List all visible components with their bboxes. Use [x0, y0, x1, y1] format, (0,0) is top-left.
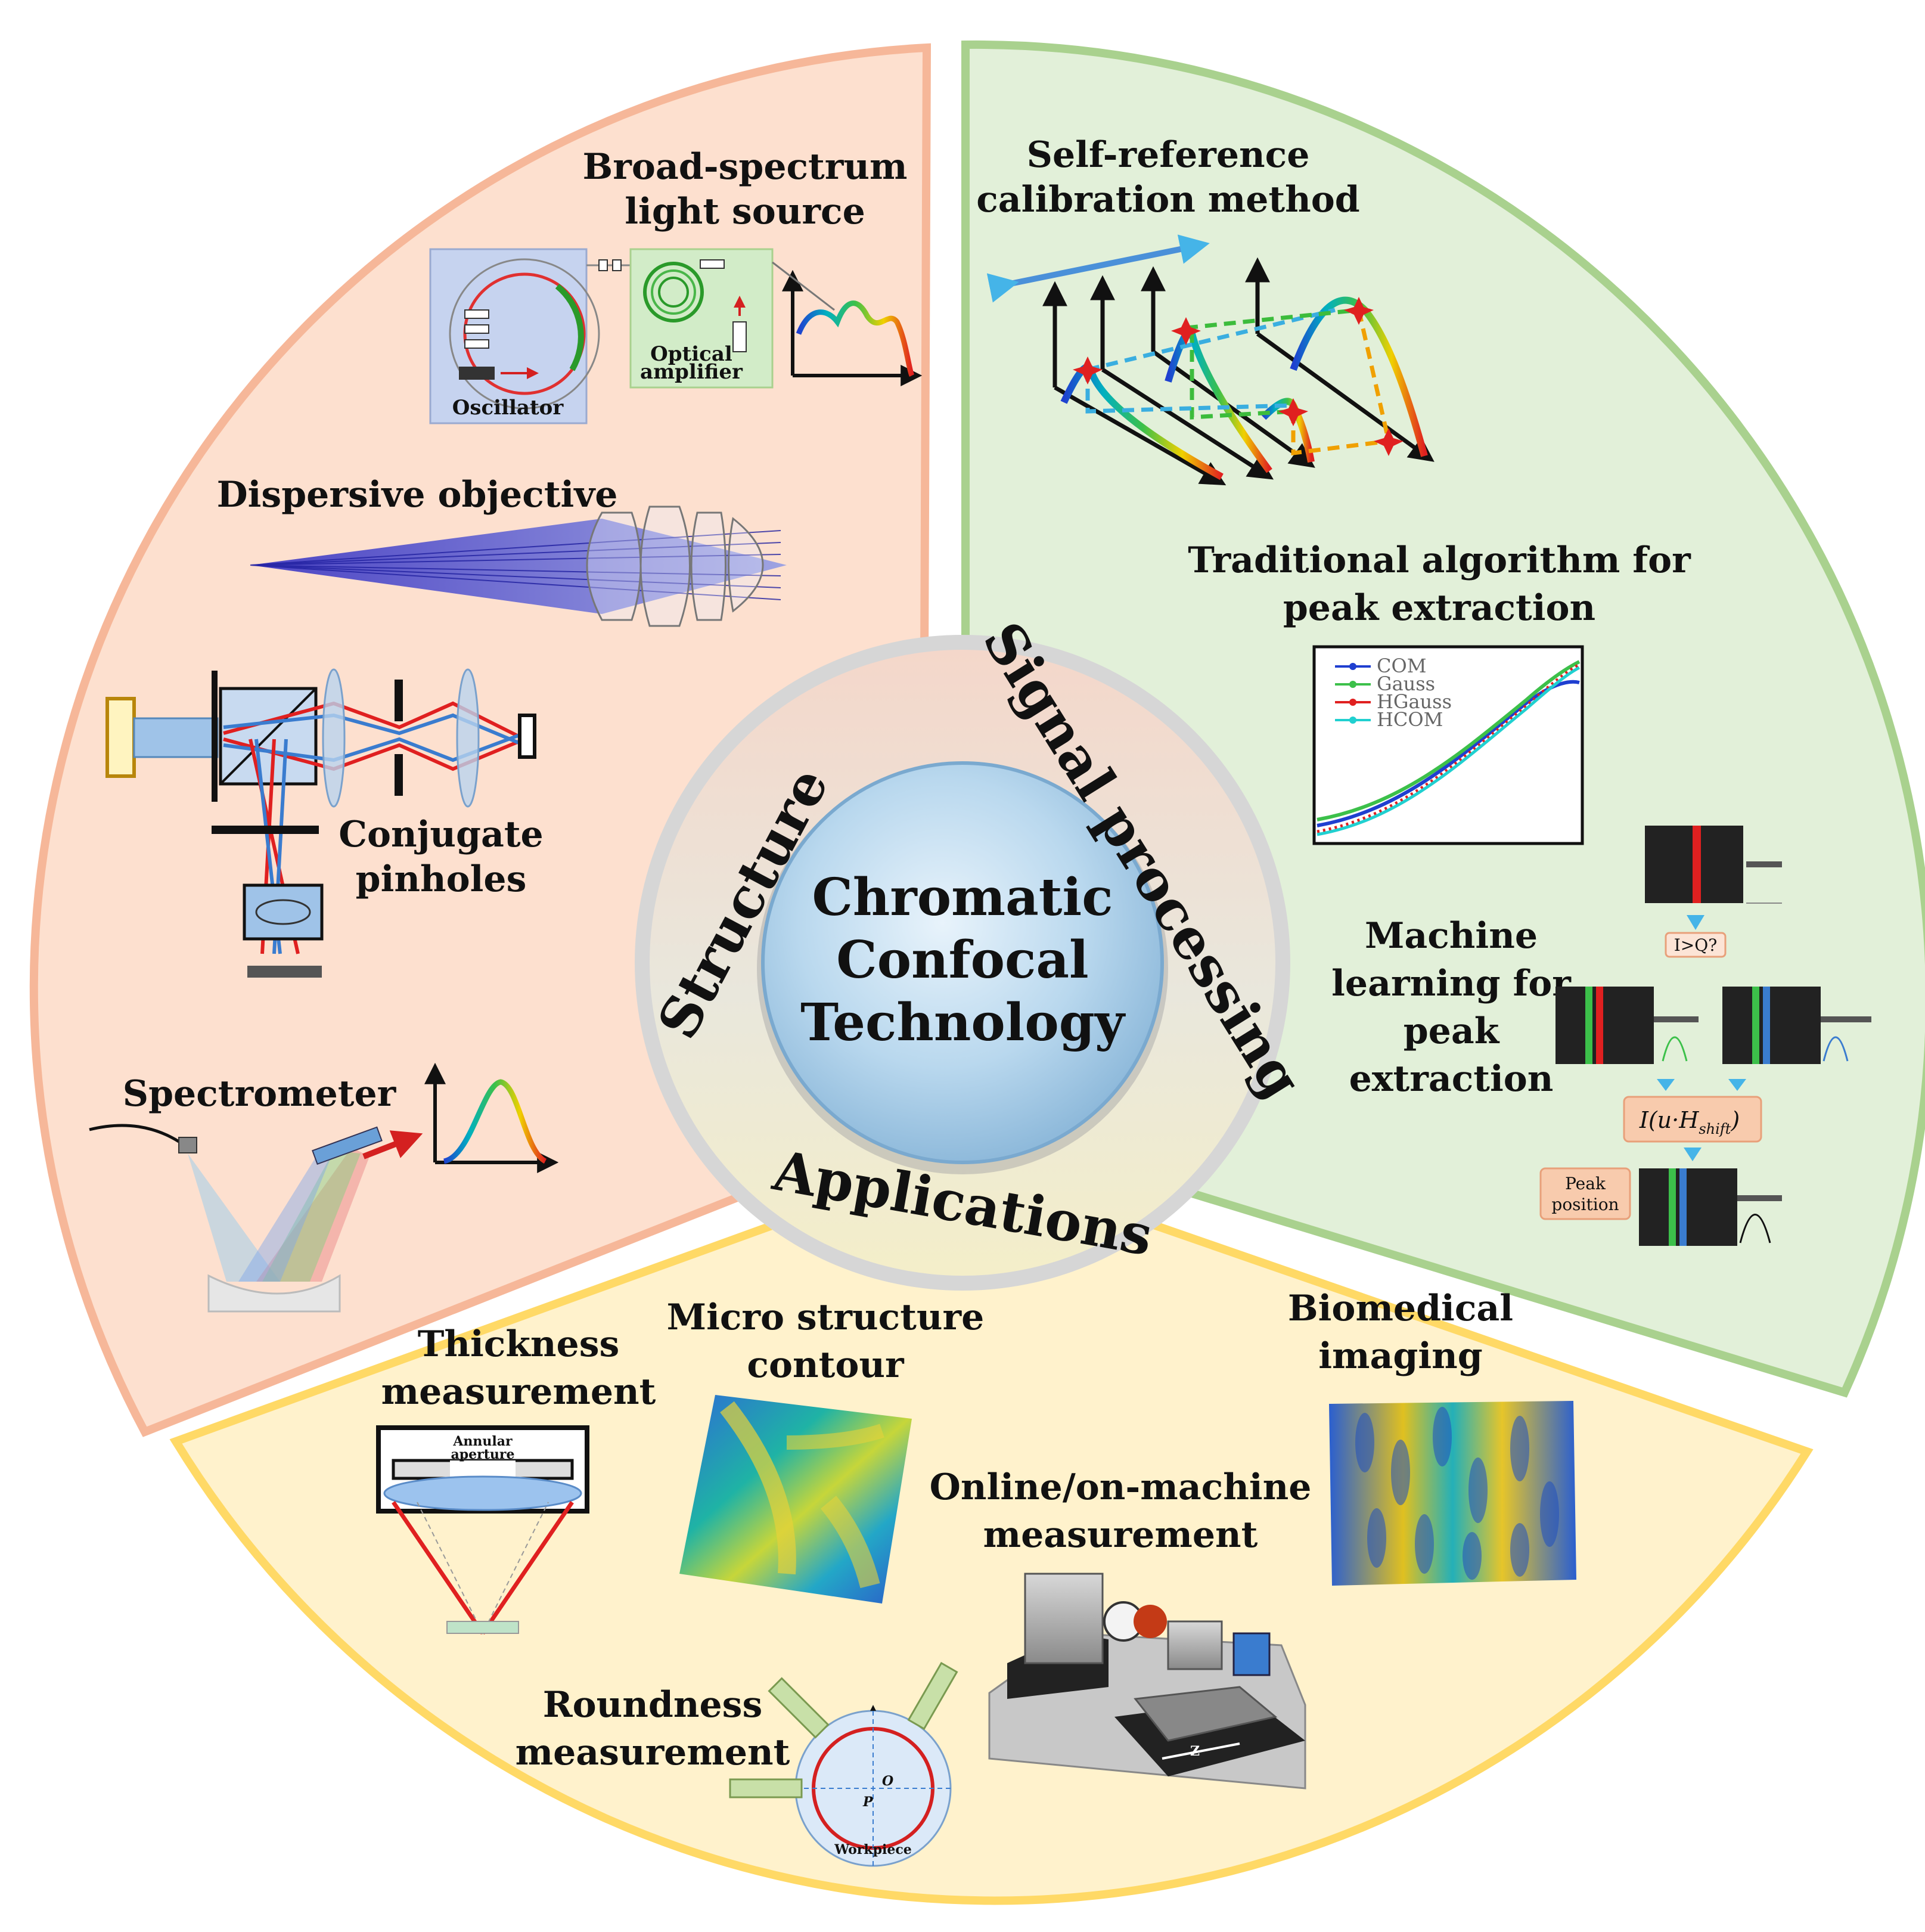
- z-axis-label: Z: [1190, 1744, 1200, 1759]
- dispersive-objective-label: Dispersive objective: [217, 474, 618, 516]
- amplifier-label-line1: Optical: [650, 342, 732, 366]
- pinholes-label-line1: Conjugate: [339, 814, 543, 855]
- formula-main: I(u·H: [1639, 1107, 1699, 1133]
- ml-label-line4: extraction: [1349, 1058, 1554, 1100]
- biomedical-label-line2: imaging: [1318, 1335, 1482, 1377]
- ml-label-line2: learning for: [1331, 963, 1572, 1004]
- biomedical-surface: [1329, 1401, 1576, 1586]
- spectrometer-label: Spectrometer: [123, 1073, 397, 1115]
- traditional-label-line2: peak extraction: [1283, 587, 1595, 629]
- center-title-line3: Technology: [800, 993, 1126, 1053]
- micro-contour-label-line2: contour: [747, 1344, 905, 1386]
- self-reference-diagram: [986, 234, 1435, 486]
- thickness-diagram: Annular aperture: [376, 1425, 589, 1635]
- ml-label-line3: peak: [1404, 1010, 1500, 1052]
- ml-flowchart: I>Q? I(u·Hshift) Peak position: [1539, 826, 1871, 1246]
- light-source-label-line2: light source: [625, 191, 865, 232]
- machine-tool-diagram: Z: [988, 1573, 1306, 1790]
- self-reference-label-line1: Self-reference: [1027, 134, 1310, 176]
- thickness-label-line1: Thickness: [418, 1323, 620, 1365]
- roundness-diagram: O P Workpiece: [729, 1661, 958, 1867]
- micro-contour-label-line1: Micro structure: [667, 1297, 985, 1338]
- peak-box-line1: Peak: [1565, 1174, 1606, 1193]
- decision-text: I>Q?: [1674, 935, 1718, 955]
- micro-contour-surface: [679, 1395, 912, 1604]
- legend-com: COM: [1377, 655, 1426, 677]
- biomedical-label-line1: Biomedical: [1288, 1288, 1513, 1329]
- light-source-label-line1: Broad-spectrum: [583, 146, 908, 188]
- pinholes-label-line2: pinholes: [356, 858, 527, 900]
- roundness-label-line1: Roundness: [543, 1684, 762, 1726]
- formula-text: I(u·Hshift): [1639, 1107, 1740, 1137]
- spectrometer-diagram: [89, 1062, 559, 1313]
- spectrum-plot: [772, 261, 923, 386]
- oscillator-label: Oscillator: [452, 396, 564, 420]
- legend-hcom: HCOM: [1377, 708, 1443, 731]
- amplifier-panel: Optical amplifier: [586, 248, 774, 389]
- roundness-label-line2: measurement: [516, 1732, 790, 1773]
- formula-close: ): [1730, 1107, 1740, 1133]
- workpiece-label: Workpiece: [834, 1842, 912, 1857]
- formula-sub: shift: [1699, 1121, 1731, 1137]
- traditional-label-line1: Traditional algorithm for: [1188, 539, 1691, 581]
- annular-label-line1: Annular: [452, 1434, 513, 1449]
- peak-box-line2: position: [1551, 1195, 1619, 1214]
- center-hub: [761, 761, 1164, 1164]
- applications-sector: [169, 1153, 1814, 1905]
- thickness-label-line2: measurement: [381, 1371, 656, 1413]
- amplifier-label-line2: amplifier: [640, 360, 743, 384]
- oscillator-panel: Oscillator: [429, 248, 600, 424]
- center-title-line1: Chromatic: [812, 867, 1113, 928]
- legend-gauss: Gauss: [1377, 672, 1435, 695]
- annular-label-line2: aperture: [451, 1447, 515, 1462]
- center-title-line2: Confocal: [836, 930, 1088, 990]
- online-label-line2: measurement: [983, 1514, 1258, 1556]
- legend-hgauss: HGauss: [1377, 690, 1452, 713]
- conjugate-pinholes-diagram: [105, 668, 536, 978]
- roundness-o-label: O: [882, 1773, 893, 1789]
- ml-label-line1: Machine: [1365, 915, 1538, 957]
- self-reference-label-line2: calibration method: [976, 179, 1359, 221]
- online-label-line1: Online/on-machine: [930, 1466, 1312, 1508]
- dispersive-objective-diagram: [250, 506, 787, 627]
- roundness-p-label: P: [862, 1794, 874, 1810]
- traditional-chart: COM Gauss HGauss HCOM: [1312, 645, 1584, 845]
